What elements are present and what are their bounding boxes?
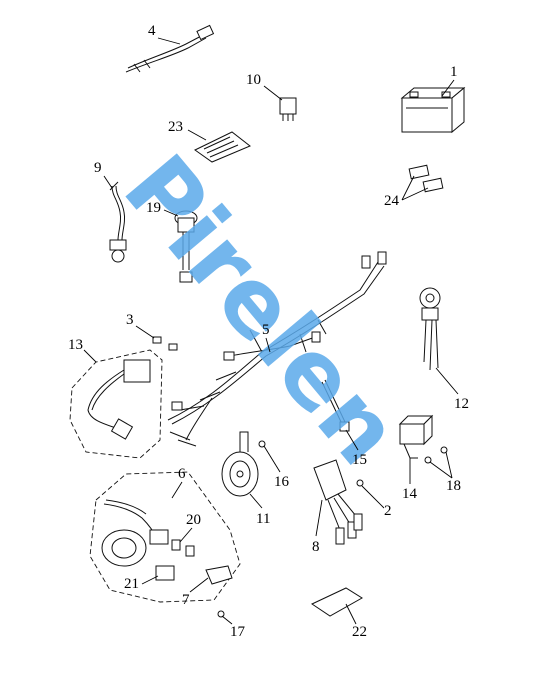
callout-21: 21 xyxy=(124,576,139,592)
part-1-battery[interactable] xyxy=(400,86,466,134)
callout-1: 1 xyxy=(450,64,458,80)
part-18-screws[interactable] xyxy=(424,446,448,464)
callout-16: 16 xyxy=(274,474,290,490)
part-16-bolt[interactable] xyxy=(258,440,266,448)
part-17-bolt[interactable] xyxy=(217,610,225,618)
part-3-bolts[interactable] xyxy=(152,336,178,351)
part-12-key-switch[interactable] xyxy=(419,287,441,371)
part-14-regulator[interactable] xyxy=(398,414,434,459)
part-21-clip[interactable] xyxy=(155,565,175,581)
callout-9: 9 xyxy=(94,160,102,176)
part-22-bracket[interactable] xyxy=(310,587,363,617)
group-6-outline xyxy=(89,471,241,603)
callout-15: 15 xyxy=(352,452,367,468)
callout-4: 4 xyxy=(148,23,156,39)
callout-17: 17 xyxy=(230,624,246,640)
callout-5: 5 xyxy=(262,322,270,338)
part-20-connectors[interactable] xyxy=(171,539,195,557)
part-8-cdi-unit[interactable] xyxy=(313,459,363,545)
watermark-text: Pirelen xyxy=(103,135,420,484)
callout-13: 13 xyxy=(68,337,83,353)
part-6-stator[interactable] xyxy=(101,499,169,567)
callout-24: 24 xyxy=(384,193,400,209)
part-23-label-card[interactable] xyxy=(194,131,251,163)
part-24-fuses[interactable] xyxy=(408,164,444,193)
part-15-cable[interactable] xyxy=(321,379,350,432)
callout-2: 2 xyxy=(384,503,392,519)
group-13-outline xyxy=(69,349,163,459)
part-9-sensor[interactable] xyxy=(109,181,127,263)
callout-23: 23 xyxy=(168,119,183,135)
part-2-nut[interactable] xyxy=(356,479,364,487)
callout-12: 12 xyxy=(454,396,469,412)
callout-19: 19 xyxy=(146,200,161,216)
part-19-switch[interactable] xyxy=(174,210,198,283)
part-11-horn[interactable] xyxy=(221,431,259,497)
callouts: 4 10 1 23 24 9 19 5 12 3 13 15 14 18 16 … xyxy=(68,23,469,640)
callout-20: 20 xyxy=(186,512,201,528)
callout-11: 11 xyxy=(256,511,270,527)
callout-8: 8 xyxy=(312,539,320,555)
part-5-main-harness[interactable] xyxy=(167,251,387,447)
part-4-wire-lead[interactable] xyxy=(125,24,215,73)
callout-22: 22 xyxy=(352,624,367,640)
part-7-grommet[interactable] xyxy=(205,565,233,585)
callout-7: 7 xyxy=(182,592,190,608)
callout-18: 18 xyxy=(446,478,461,494)
callout-3: 3 xyxy=(126,312,134,328)
callout-10: 10 xyxy=(246,72,261,88)
part-10-relay[interactable] xyxy=(279,97,297,121)
callout-14: 14 xyxy=(402,486,418,502)
part-13-ignition-coil[interactable] xyxy=(87,359,151,440)
callout-6: 6 xyxy=(178,466,186,482)
